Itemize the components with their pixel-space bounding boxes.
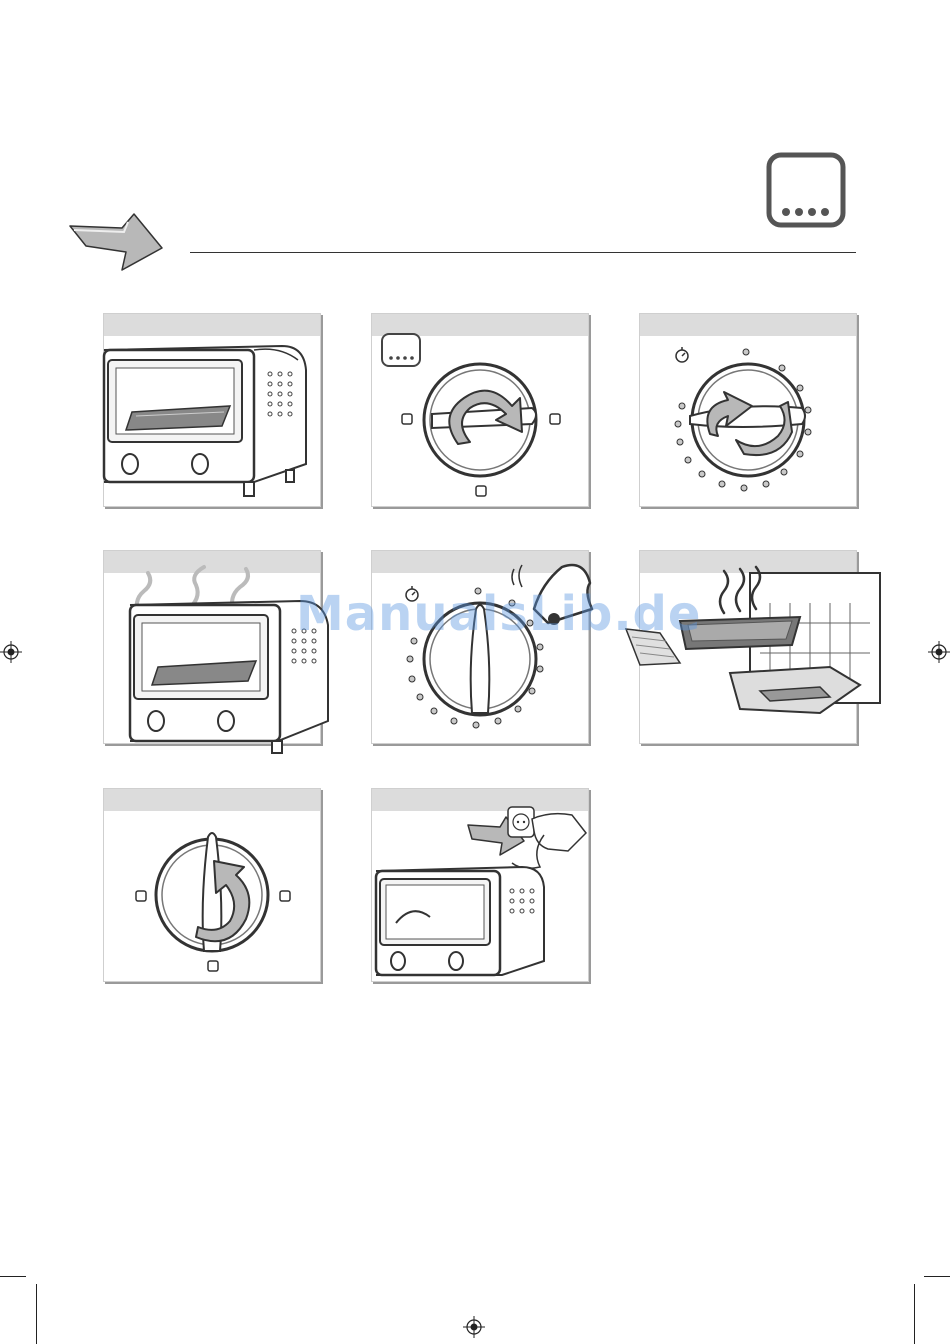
panel-header	[372, 789, 588, 811]
step-panel-7	[103, 788, 321, 982]
step-panel-1	[103, 313, 321, 507]
crop-mark	[0, 1276, 26, 1277]
step-panel-8	[371, 788, 589, 982]
registration-mark-icon	[463, 1316, 485, 1338]
panel-header	[104, 551, 320, 573]
step-panel-5	[371, 550, 589, 744]
registration-mark-icon	[928, 641, 950, 663]
step-panel-3	[639, 313, 857, 507]
header-rule	[190, 252, 856, 253]
header-arrow-icon	[66, 212, 190, 272]
unplug-illustration	[372, 811, 588, 981]
toaster-oven-steaming-illustration	[104, 573, 320, 751]
crop-mark	[914, 1284, 915, 1344]
function-knob-illustration	[372, 336, 588, 506]
watermark: ManualsLib.de	[296, 586, 676, 642]
crop-mark	[924, 1276, 950, 1277]
step-panel-4	[103, 550, 321, 744]
crop-mark	[36, 1284, 37, 1344]
step-panel-2	[371, 313, 589, 507]
oven-mode-icon	[382, 334, 420, 366]
toaster-oven-illustration	[104, 336, 320, 506]
panel-header	[104, 314, 320, 336]
step-panel-6	[639, 550, 857, 744]
panel-header	[104, 789, 320, 811]
oven-mode-icon	[766, 152, 846, 228]
knob-off-illustration	[104, 811, 320, 981]
panel-header	[640, 551, 856, 573]
registration-mark-icon	[0, 641, 22, 663]
timer-icon	[676, 347, 688, 362]
panel-header	[372, 551, 588, 573]
timer-knob-illustration	[640, 336, 856, 506]
panel-header	[640, 314, 856, 336]
panel-header	[372, 314, 588, 336]
